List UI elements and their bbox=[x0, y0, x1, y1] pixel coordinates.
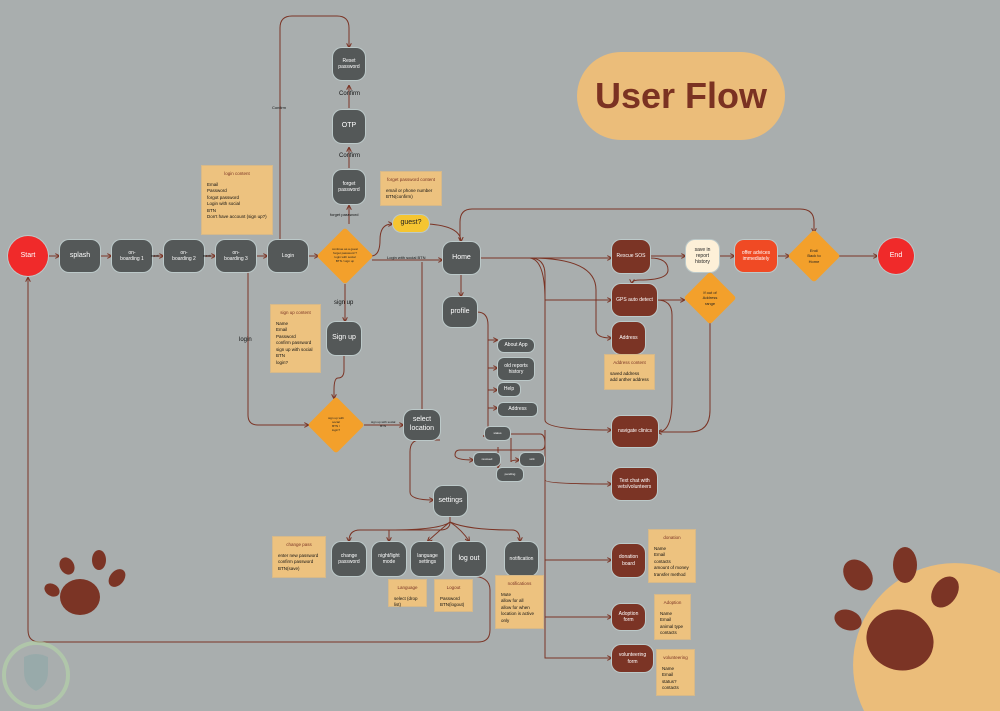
note-body: saved address add anther address bbox=[610, 370, 649, 383]
home-node[interactable]: Home bbox=[443, 242, 480, 274]
guest-node[interactable]: guest? bbox=[393, 215, 429, 232]
donation-board-node[interactable]: donation board bbox=[612, 544, 645, 577]
sign-up-label: sign up bbox=[334, 300, 354, 306]
note-body: Name Email contacts amount of money tran… bbox=[654, 545, 689, 577]
login-social-label: Login with social BTN bbox=[387, 255, 426, 260]
reset-password-node[interactable]: Reset password bbox=[333, 48, 365, 80]
select-location-node[interactable]: select location bbox=[404, 410, 440, 440]
decision-text: sign up with social BTN / login? bbox=[328, 416, 344, 432]
paw-icon bbox=[44, 550, 126, 615]
adoption-form-node[interactable]: Adoption form bbox=[612, 604, 645, 630]
note-title: Address content bbox=[613, 360, 646, 365]
gps-auto-detect-node[interactable]: GPS auto detect bbox=[612, 284, 657, 316]
decision-text: If out of Address range bbox=[702, 290, 718, 306]
note-body: Name Email Password confirm password sig… bbox=[276, 320, 313, 365]
status-node[interactable]: status bbox=[485, 427, 510, 440]
signup-decision: sign up with social BTN / login? bbox=[307, 396, 365, 454]
navigate-clinics-node[interactable]: navigate clinics bbox=[612, 416, 658, 447]
note-body: enter new password confirm password BTN(… bbox=[278, 552, 319, 571]
otp-node[interactable]: OTP bbox=[333, 110, 365, 143]
note-title: Adoption bbox=[663, 600, 682, 605]
note-title: sign up content bbox=[280, 310, 311, 315]
note-title: Logout bbox=[446, 585, 461, 590]
confirm-label: Confirm bbox=[339, 153, 361, 159]
next-label: next bbox=[203, 253, 211, 258]
status-option-node[interactable]: rescued bbox=[474, 453, 500, 466]
language-note: Language select (drop list) bbox=[389, 580, 426, 608]
night-light-node[interactable]: night/light mode bbox=[372, 542, 406, 576]
login-decision: continue as a guest forget password ? lo… bbox=[316, 227, 374, 285]
note-title: forget password content bbox=[386, 177, 436, 182]
note-title: donation bbox=[663, 535, 681, 540]
change-pass-note: change pass enter new password confirm pa… bbox=[273, 537, 325, 577]
profile-address-node[interactable]: Address bbox=[498, 403, 537, 416]
note-title: login content bbox=[224, 171, 250, 176]
decision-text: continue as a guest forget password ? lo… bbox=[331, 247, 359, 263]
forget-password-label: forget password bbox=[330, 212, 359, 217]
forget-password-node[interactable]: forget password bbox=[333, 170, 365, 204]
note-body: Name Email status? contacts bbox=[662, 665, 679, 691]
page-title: User Flow bbox=[577, 52, 785, 140]
note-body: select (drop list) bbox=[394, 595, 418, 608]
note-body: Email Password forgot password Login wit… bbox=[207, 181, 267, 220]
forget-password-note: forget password content email or phone nu… bbox=[381, 172, 441, 205]
end-node[interactable]: End bbox=[878, 238, 914, 274]
logout-node[interactable]: log out bbox=[452, 542, 486, 576]
change-password-node[interactable]: change password bbox=[332, 542, 366, 576]
signup-node[interactable]: Sign up bbox=[327, 322, 361, 355]
note-body: Password BTN(logout) bbox=[440, 595, 465, 608]
text-chat-node[interactable]: Text chat with vets/volunteers bbox=[612, 468, 657, 500]
profile-node[interactable]: profile bbox=[443, 297, 477, 327]
confirm-label: Confirm bbox=[339, 91, 361, 97]
offer-advices-node[interactable]: offer advices immediately bbox=[735, 240, 777, 272]
status-option-node[interactable]: pending bbox=[497, 468, 523, 481]
settings-node[interactable]: settings bbox=[434, 486, 467, 516]
end-back-decision: End/ Back to Home bbox=[787, 229, 841, 283]
signup-social-label: sign up with social BTN bbox=[371, 420, 396, 428]
note-body: Mute allow for all allow for when locati… bbox=[501, 591, 535, 623]
save-report-node[interactable]: save in report history bbox=[686, 240, 719, 272]
address-range-decision: If out of Address range bbox=[683, 271, 737, 325]
address-node[interactable]: Address bbox=[612, 322, 645, 354]
login-label: login bbox=[239, 337, 252, 343]
onboarding-1-node[interactable]: on- boarding 1 bbox=[112, 240, 152, 272]
help-node[interactable]: Help bbox=[498, 383, 520, 396]
splash-node[interactable]: splash bbox=[60, 240, 100, 272]
onboarding-3-node[interactable]: on- boarding 3 bbox=[216, 240, 256, 272]
start-node[interactable]: Start bbox=[8, 236, 48, 276]
paw-icon bbox=[834, 547, 959, 671]
note-body: Name Email animal type contacts bbox=[660, 610, 684, 636]
confirm-label: Confirm bbox=[272, 105, 287, 110]
note-title: Language bbox=[397, 585, 418, 590]
rescue-sos-node[interactable]: Rescue SOS bbox=[612, 240, 650, 273]
watermark-logo bbox=[2, 641, 70, 709]
about-app-node[interactable]: About App bbox=[498, 339, 534, 352]
next-label: next bbox=[151, 253, 159, 258]
language-settings-node[interactable]: language settings bbox=[411, 542, 444, 576]
old-reports-node[interactable]: old reports history bbox=[498, 358, 534, 380]
status-option-node[interactable]: sick bbox=[520, 453, 544, 466]
notification-node[interactable]: notification bbox=[505, 542, 538, 576]
decision-text: End/ Back to Home bbox=[807, 248, 821, 264]
volunteering-form-node[interactable]: volunteering form bbox=[612, 645, 653, 672]
note-title: notifications bbox=[507, 581, 532, 586]
note-title: change pass bbox=[286, 542, 312, 547]
address-content-note: Address content saved address add anther … bbox=[605, 355, 654, 389]
note-title: volunteering bbox=[663, 655, 688, 660]
login-node[interactable]: Login bbox=[268, 240, 308, 272]
note-body: email or phone number BTN(confirm) bbox=[386, 187, 433, 200]
onboarding-2-node[interactable]: on- boarding 2 bbox=[164, 240, 204, 272]
